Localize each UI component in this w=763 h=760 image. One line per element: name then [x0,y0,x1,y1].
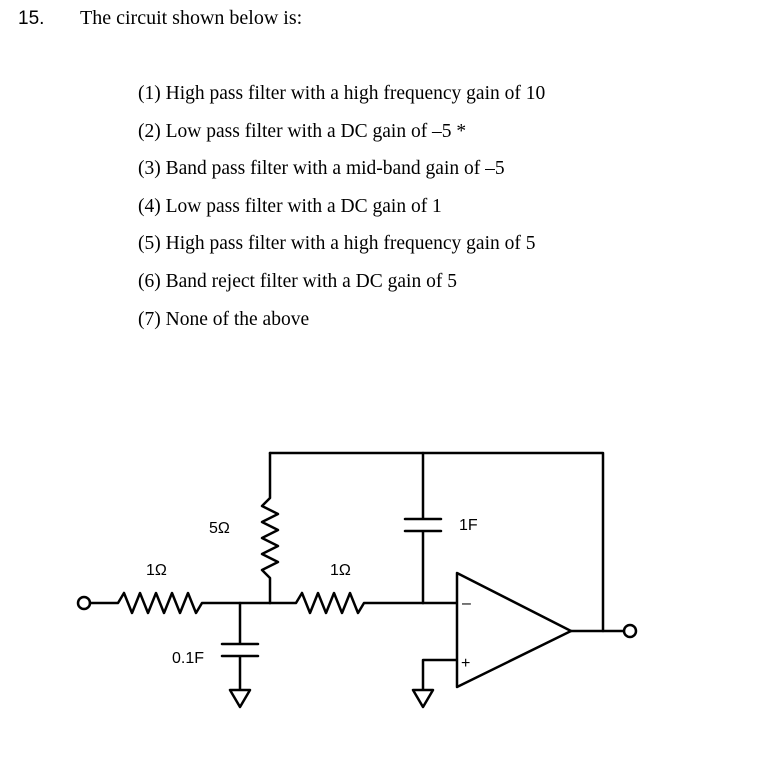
option-4: (4) Low pass filter with a DC gain of 1 [138,195,442,217]
input-terminal [76,595,92,611]
question-text: The circuit shown below is: [80,7,303,29]
capacitor-ground [220,601,260,692]
opamp-triangle [455,571,573,689]
top-wire [268,451,605,633]
label-r-feedback: 5Ω [209,520,230,537]
option-2: (2) Low pass filter with a DC gain of –5… [138,120,467,142]
option-1: (1) High pass filter with a high frequen… [138,83,546,104]
label-r-input: 1Ω [146,562,167,579]
option-7: (7) None of the above [138,308,310,330]
resistor-middle [268,591,425,615]
question-number: 15. [18,8,45,29]
circuit-diagram: 1Ω 5Ω 1Ω 1F 0.1F – + [76,451,638,709]
option-5: (5) High pass filter with a high frequen… [138,233,536,255]
label-opamp-minus: – [462,595,471,612]
ground-symbol-left [228,688,252,709]
answer-options: (1) High pass filter with a high frequen… [138,82,545,345]
wire-noninverting [421,658,459,692]
resistor-feedback [260,451,280,605]
option-3: (3) Band pass filter with a mid-band gai… [138,158,505,180]
label-r-middle: 1Ω [330,562,351,579]
label-opamp-plus: + [461,655,470,672]
output-terminal [622,623,638,639]
option-6: (6) Band reject filter with a DC gain of… [138,270,457,292]
label-c-ground: 0.1F [172,650,204,667]
capacitor-feedback [403,451,443,605]
resistor-input [88,591,272,615]
ground-symbol-right [411,688,435,709]
label-c-feedback: 1F [459,517,478,534]
